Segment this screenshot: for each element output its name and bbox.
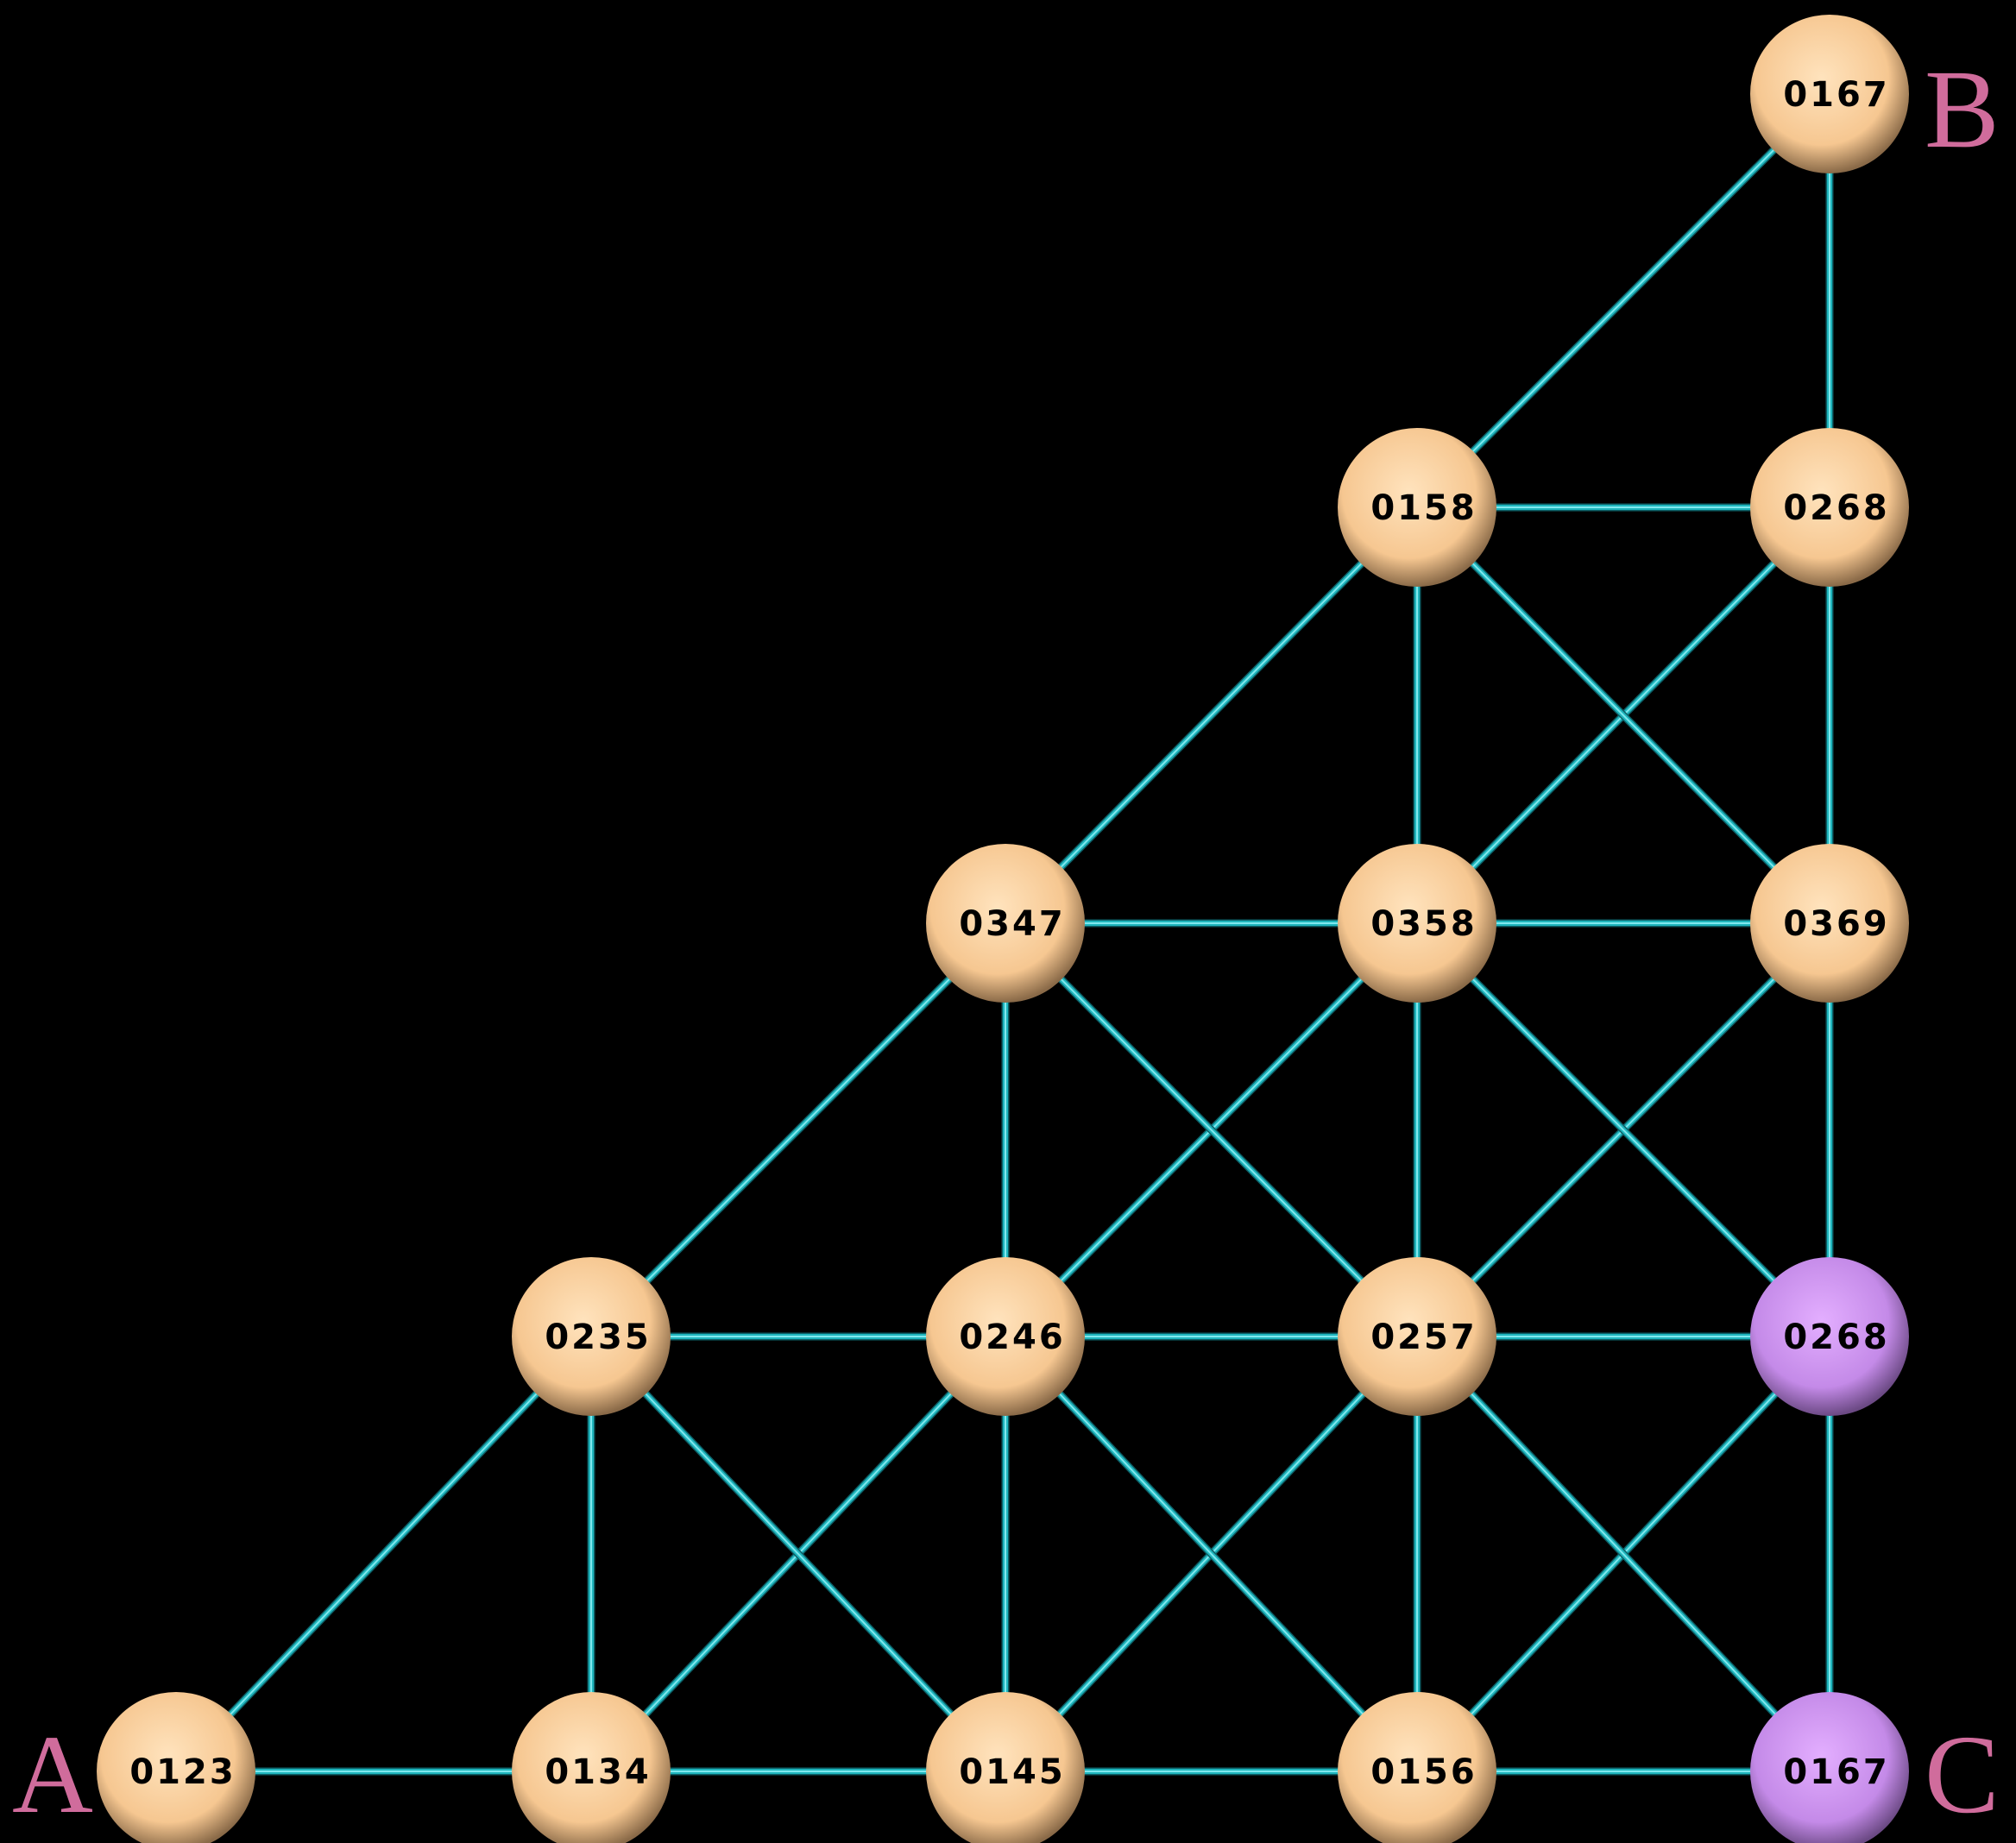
edge-0123-0235 bbox=[173, 1333, 595, 1775]
node-sphere bbox=[1338, 428, 1496, 587]
node-label: 0235 bbox=[545, 1318, 651, 1357]
node-0369[interactable]: 0369 bbox=[1750, 844, 1909, 1003]
node-label: 0347 bbox=[959, 904, 1065, 944]
node-sphere bbox=[97, 1692, 255, 1843]
node-sphere bbox=[926, 1257, 1085, 1416]
edge-0158-0167b bbox=[1414, 91, 1833, 511]
node-0134[interactable]: 0134 bbox=[512, 1692, 671, 1843]
edge-0257-0167c bbox=[1414, 1333, 1833, 1775]
node-sphere bbox=[1750, 1692, 1909, 1843]
node-sphere bbox=[926, 844, 1085, 1003]
node-sphere bbox=[1750, 844, 1909, 1003]
edge-0246-0156 bbox=[1002, 1333, 1421, 1775]
node-label: 0145 bbox=[959, 1752, 1065, 1792]
node-0246[interactable]: 0246 bbox=[926, 1257, 1085, 1416]
node-0268b[interactable]: 0268 bbox=[1750, 428, 1909, 587]
node-sphere bbox=[512, 1257, 671, 1416]
node-sphere bbox=[1750, 1257, 1909, 1416]
node-0156[interactable]: 0156 bbox=[1338, 1692, 1496, 1843]
corner-label-a: A bbox=[12, 1713, 93, 1837]
node-0123[interactable]: 0123 bbox=[97, 1692, 255, 1843]
node-label: 0257 bbox=[1370, 1318, 1477, 1357]
nodes: 0123 0134 0145 0156 0167 0235 0246 0257 0268 0347… bbox=[97, 15, 1909, 1843]
node-label: 0246 bbox=[959, 1318, 1065, 1357]
node-label: 0167 bbox=[1783, 1752, 1889, 1792]
edge-0235-0347 bbox=[588, 920, 1009, 1340]
edge-0235-0145 bbox=[588, 1333, 1009, 1775]
node-sphere bbox=[1750, 428, 1909, 587]
node-label: 0268 bbox=[1783, 1318, 1889, 1357]
node-sphere bbox=[1338, 1257, 1496, 1416]
node-0358[interactable]: 0358 bbox=[1338, 844, 1496, 1003]
node-0167c[interactable]: 0167 bbox=[1750, 1692, 1909, 1843]
node-label: 0123 bbox=[129, 1752, 236, 1792]
node-0145[interactable]: 0145 bbox=[926, 1692, 1085, 1843]
edge-0358-0268c bbox=[1414, 920, 1833, 1340]
node-sphere bbox=[512, 1692, 671, 1843]
node-sphere bbox=[1750, 15, 1909, 173]
node-0167b[interactable]: 0167 bbox=[1750, 15, 1909, 173]
node-label: 0156 bbox=[1370, 1752, 1477, 1792]
node-sphere bbox=[1338, 1692, 1496, 1843]
node-0257[interactable]: 0257 bbox=[1338, 1257, 1496, 1416]
node-0268c[interactable]: 0268 bbox=[1750, 1257, 1909, 1416]
corner-label-b: B bbox=[1925, 47, 2000, 172]
node-sphere bbox=[1338, 844, 1496, 1003]
node-sphere bbox=[926, 1692, 1085, 1843]
node-label: 0134 bbox=[545, 1752, 651, 1792]
node-0158[interactable]: 0158 bbox=[1338, 428, 1496, 587]
edge-0347-0257 bbox=[1002, 920, 1421, 1340]
node-label: 0167 bbox=[1783, 75, 1889, 115]
edge-0158-0369 bbox=[1414, 504, 1833, 927]
node-0347[interactable]: 0347 bbox=[926, 844, 1085, 1003]
node-label: 0358 bbox=[1370, 904, 1477, 944]
node-label: 0369 bbox=[1783, 904, 1889, 944]
node-label: 0268 bbox=[1783, 488, 1889, 528]
corner-label-c: C bbox=[1925, 1713, 2000, 1837]
node-label: 0158 bbox=[1370, 488, 1477, 528]
node-0235[interactable]: 0235 bbox=[512, 1257, 671, 1416]
edge-0347-0158 bbox=[1002, 504, 1421, 927]
